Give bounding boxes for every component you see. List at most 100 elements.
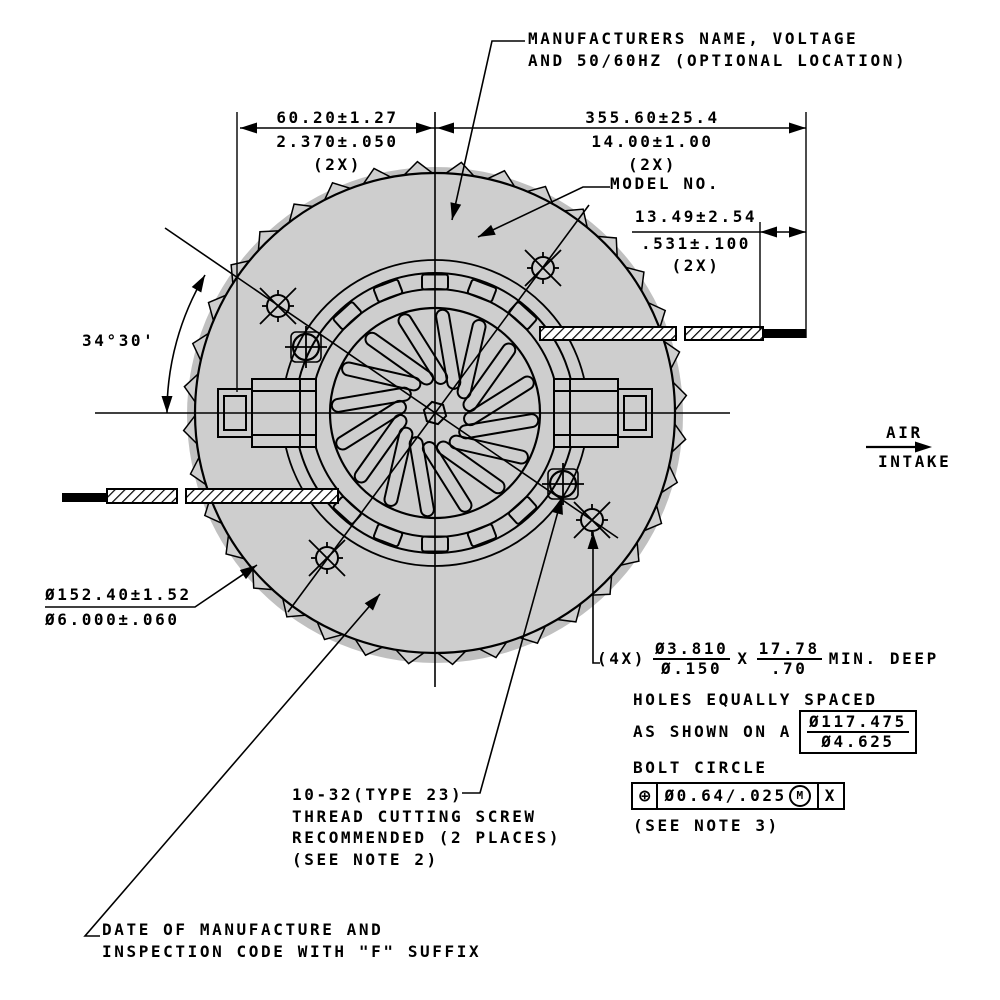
leader-manufacturer: [451, 40, 525, 221]
flange-width-qty: (2X): [313, 155, 362, 174]
manufacturer-note-line2: AND 50/60HZ (OPTIONAL LOCATION): [528, 51, 908, 70]
impeller-slot: [435, 440, 506, 495]
bolt-circle-metric: Ø117.475: [807, 712, 909, 733]
body-diameter-inch: Ø6.000±.060: [45, 610, 180, 629]
lead-strip-inch: .531±.100: [640, 234, 752, 253]
mounting-hole-target: [524, 249, 562, 287]
impeller-slot: [456, 319, 487, 400]
bolt-circle-fraction: Ø117.475 Ø4.625: [799, 710, 917, 754]
lead-strip-qty: (2X): [671, 256, 721, 275]
date-code-line1: DATE OF MANUFACTURE AND: [102, 920, 384, 939]
impeller-slot: [335, 399, 407, 451]
hole-dia-metric: Ø3.810: [652, 639, 731, 660]
manufacturer-note: MANUFACTURERS NAME, VOLTAGE AND 50/60HZ …: [528, 28, 907, 72]
body-diameter-metric: Ø152.40±1.52: [45, 585, 192, 604]
impeller-slot: [353, 413, 408, 484]
screw-callout-line3: RECOMMENDED (2 PLACES): [292, 828, 562, 847]
arrowhead-icon: [915, 441, 932, 453]
target-x-icon: [573, 501, 611, 539]
arrowhead-icon: [789, 122, 806, 134]
air-intake-label-top: AIR: [886, 423, 923, 442]
lead-length-dimension: 355.60±25.4 14.00±1.00 (2X): [560, 108, 745, 175]
mounting-hole-target: [259, 287, 297, 325]
feature-control-frame: ⊕ Ø0.64/.025 M X: [631, 782, 846, 810]
impeller-slot: [421, 441, 473, 513]
fcf-tolerance-cell: Ø0.64/.025 M: [658, 784, 819, 808]
bolt-circle-inch: Ø4.625: [821, 732, 895, 751]
stator-vent-slot: [466, 278, 498, 303]
screw-callout-line2: THREAD CUTTING SCREW: [292, 806, 537, 826]
arrowhead-icon: [437, 122, 454, 134]
date-code-callout: DATE OF MANUFACTURE AND INSPECTION CODE …: [102, 919, 481, 962]
fcf-datum: X: [824, 786, 838, 805]
arrowhead-icon: [450, 202, 462, 220]
screw-callout-line4: (SEE NOTE 2): [292, 849, 439, 869]
impeller-slot: [463, 375, 535, 427]
date-code-line2: INSPECTION CODE WITH "F" SUFFIX: [102, 941, 482, 961]
flange-width-dimension: 60.20±1.27 2.370±.050 (2X): [250, 108, 425, 175]
impeller-slot: [448, 434, 529, 465]
leader-hole-callout: [592, 532, 600, 664]
bolt-diagonal-a: [164, 227, 619, 539]
hole-callout-line2: HOLES EQUALLY SPACED: [633, 690, 878, 709]
thread-screw-symbols: [285, 326, 584, 505]
arrowhead-icon: [552, 497, 563, 515]
arrowhead-icon: [364, 594, 380, 611]
stator-vent-slot: [332, 301, 362, 330]
mounting-hole-targets: [259, 249, 611, 577]
mounting-hole-target: [573, 501, 611, 539]
hole-qty: (4X): [597, 649, 646, 668]
fan-impeller: [330, 308, 540, 518]
impeller-slot: [458, 413, 540, 440]
manufacturer-note-line1: MANUFACTURERS NAME, VOLTAGE: [528, 29, 859, 48]
stator-vent-slot: [372, 278, 404, 303]
as-shown-text: AS SHOWN ON A: [633, 722, 793, 741]
target-x-icon: [308, 539, 346, 577]
air-intake-label-bottom: INTAKE: [878, 452, 952, 471]
hole-callout-line5: (SEE NOTE 3): [633, 816, 780, 835]
target-x-icon: [524, 249, 562, 287]
arrowhead-icon: [240, 122, 257, 134]
mounting-hole-target: [308, 539, 346, 577]
hole-depth-suffix: MIN. DEEP: [828, 649, 939, 668]
hole-callout-line4: BOLT CIRCLE: [633, 758, 768, 777]
hole-depth-metric: 17.78: [756, 639, 822, 660]
impeller-slot: [397, 313, 449, 385]
arrowhead-icon: [161, 396, 173, 413]
lead-length-qty: (2X): [628, 155, 677, 174]
material-condition-icon: M: [788, 785, 811, 807]
hole-callout-line3: AS SHOWN ON A Ø117.475 Ø4.625: [633, 710, 917, 754]
impeller-slot: [383, 426, 414, 507]
stator-vent-slot: [466, 523, 498, 548]
target-x-icon: [259, 287, 297, 325]
leader-body-diameter: [45, 564, 258, 608]
position-symbol: ⊕: [633, 784, 659, 808]
flange-width-metric: 60.20±1.27: [276, 108, 399, 127]
screw-callout: 10-32(TYPE 23) THREAD CUTTING SCREW RECO…: [292, 784, 561, 870]
construction-lines: [45, 40, 926, 937]
impeller-slot: [330, 386, 412, 413]
arrowhead-icon: [416, 122, 433, 134]
leader-screw-callout: [462, 496, 563, 794]
arrowhead-icon: [478, 224, 496, 237]
left-lead-wire: [62, 488, 339, 504]
hole-depth-inch: .70: [770, 659, 808, 678]
impeller-slot: [435, 308, 462, 390]
fcf-tolerance: Ø0.64/.025: [664, 786, 787, 805]
dimension-arrowheads: [161, 122, 932, 611]
lead-length-metric: 355.60±25.4: [585, 108, 720, 127]
impeller-slot: [408, 436, 435, 518]
screw-callout-line1: 10-32(TYPE 23): [292, 785, 464, 804]
impeller-slot: [462, 342, 517, 413]
hole-diameter-fraction: Ø3.810 Ø.150: [652, 639, 731, 678]
arrowhead-icon: [760, 226, 777, 238]
arrowhead-icon: [587, 532, 599, 549]
thread-screw-symbol: [285, 326, 327, 368]
arrowhead-icon: [239, 565, 257, 580]
stator-vent-slot: [372, 523, 404, 548]
leader-model-no: [477, 186, 610, 238]
mount-hole-angle: 34°30': [82, 331, 156, 350]
impeller-slot: [364, 331, 435, 386]
